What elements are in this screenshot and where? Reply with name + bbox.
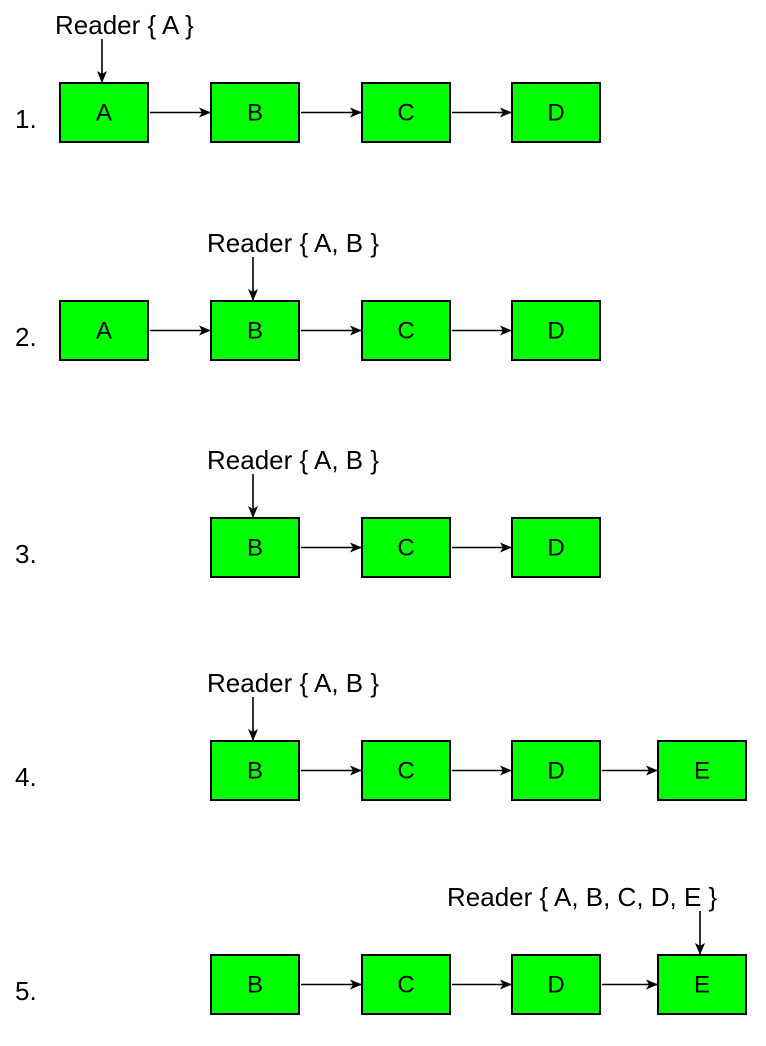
node-label: E [694, 758, 710, 785]
list-node [361, 300, 451, 361]
list-node [361, 740, 451, 801]
node-label: B [247, 758, 263, 785]
list-node [657, 954, 747, 1015]
list-node [511, 740, 601, 801]
step-number: 1. [15, 104, 37, 134]
list-node [361, 517, 451, 578]
step-5: 5. B C D E Reader { A, B, C, D, E } [15, 882, 747, 1015]
reader-label: Reader { A, B } [207, 445, 379, 475]
list-node [511, 82, 601, 143]
list-node [511, 954, 601, 1015]
list-node [511, 517, 601, 578]
step-number: 5. [15, 976, 37, 1006]
node-label: C [397, 758, 414, 785]
node-label: E [694, 972, 710, 999]
reader-label: Reader { A } [55, 10, 194, 40]
list-node [210, 954, 300, 1015]
node-label: B [247, 100, 263, 127]
list-node [59, 82, 149, 143]
reader-label: Reader { A, B } [207, 668, 379, 698]
step-1: 1. A B C D Reader { A } [15, 10, 601, 143]
reader-label: Reader { A, B } [207, 228, 379, 258]
list-node [657, 740, 747, 801]
list-node [59, 300, 149, 361]
reader-label: Reader { A, B, C, D, E } [447, 882, 718, 912]
node-label: B [247, 318, 263, 345]
list-node [210, 517, 300, 578]
step-number: 4. [15, 762, 37, 792]
node-label: D [547, 100, 564, 127]
node-label: C [397, 972, 414, 999]
list-node [210, 740, 300, 801]
step-number: 2. [15, 322, 37, 352]
node-label: B [247, 535, 263, 562]
step-2: 2. A B C D Reader { A, B } [15, 228, 601, 361]
node-label: A [96, 318, 112, 345]
step-number: 3. [15, 539, 37, 569]
node-label: B [247, 972, 263, 999]
step-4: 4. B C D E Reader { A, B } [15, 668, 747, 801]
node-label: C [397, 535, 414, 562]
list-node [210, 82, 300, 143]
node-label: D [547, 318, 564, 345]
step-3: 3. B C D Reader { A, B } [15, 445, 601, 578]
node-label: D [547, 535, 564, 562]
node-label: D [547, 972, 564, 999]
list-node [210, 300, 300, 361]
node-label: C [397, 318, 414, 345]
list-node [361, 954, 451, 1015]
list-node [511, 300, 601, 361]
node-label: A [96, 100, 112, 127]
list-node [361, 82, 451, 143]
node-label: D [547, 758, 564, 785]
node-label: C [397, 100, 414, 127]
